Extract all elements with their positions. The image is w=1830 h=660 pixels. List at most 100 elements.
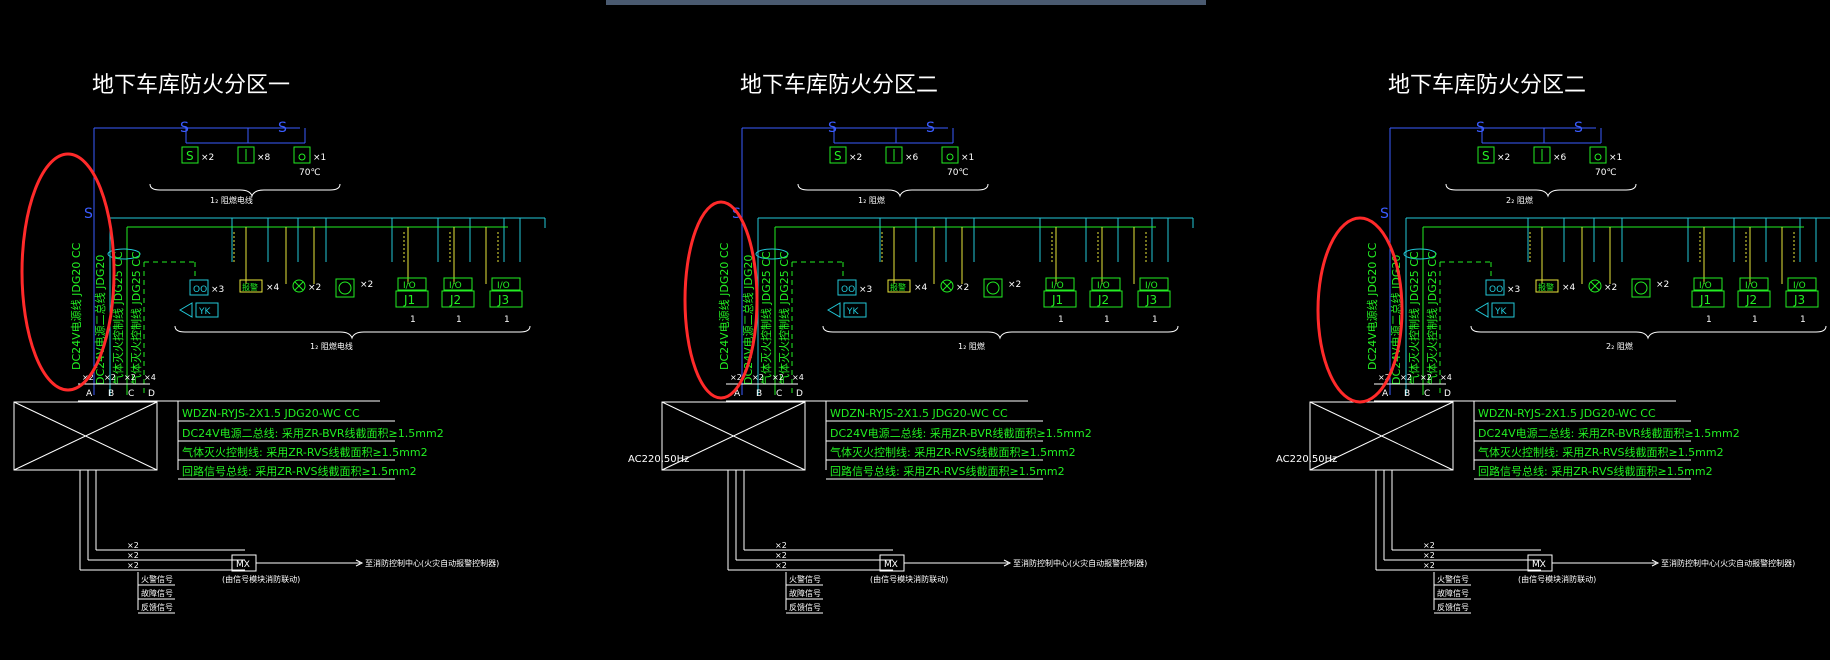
io-label: I/O bbox=[1145, 281, 1158, 291]
wire bbox=[1590, 281, 1600, 291]
j-count: 1 bbox=[1104, 315, 1110, 325]
j-count: 1 bbox=[456, 315, 462, 325]
vertical-cable-label: 气体灭火控制线 JDG25 CC bbox=[1407, 251, 1421, 385]
j-label: J2 bbox=[1097, 293, 1109, 307]
s-marker: S bbox=[278, 120, 287, 136]
panel-title: 地下车库防火分区一 bbox=[92, 73, 290, 98]
device-count: ×2 bbox=[308, 283, 321, 293]
bus-count: ×2 bbox=[730, 373, 742, 382]
fire-alarm-controller bbox=[1309, 401, 1454, 471]
device-count: ×2 bbox=[201, 153, 214, 163]
device-count: ×2 bbox=[1008, 280, 1021, 290]
group-brace bbox=[149, 183, 341, 198]
s-marker: S bbox=[1574, 120, 1583, 136]
yk-label: YK bbox=[1494, 307, 1507, 317]
bus-letter: A bbox=[734, 389, 741, 399]
signal-label: 反馈信号 bbox=[141, 602, 173, 612]
signal-label: 反馈信号 bbox=[789, 602, 821, 612]
temperature-note: 70℃ bbox=[299, 168, 321, 178]
j-label: J3 bbox=[1793, 293, 1805, 307]
wire-count: ×2 bbox=[775, 551, 787, 560]
group-label: 2₂ 阻燃 bbox=[1506, 195, 1533, 205]
s-marker: S bbox=[84, 206, 93, 222]
s-marker: S bbox=[1476, 120, 1485, 136]
top-scroll-bar[interactable] bbox=[606, 0, 1206, 5]
yk-label: YK bbox=[846, 307, 859, 317]
bus-count: ×2 bbox=[124, 373, 136, 382]
wire bbox=[294, 281, 304, 291]
legend-line: 气体灭火控制线: 采用ZR-RVS线截面积≥1.5mm2 bbox=[1478, 445, 1724, 459]
io-label: I/O bbox=[403, 281, 416, 291]
wire bbox=[942, 281, 952, 291]
io-label: I/O bbox=[1097, 281, 1110, 291]
device-count: ×6 bbox=[1553, 153, 1567, 163]
yk-module-icon bbox=[843, 302, 867, 318]
manual-button-icon bbox=[237, 146, 255, 164]
wire bbox=[13, 401, 158, 471]
vertical-cable-label: DC24V电源二总线 JDG20 bbox=[93, 255, 107, 385]
yk-label: YK bbox=[198, 307, 211, 317]
temperature-note: 70℃ bbox=[1595, 168, 1617, 178]
wire-count: ×2 bbox=[127, 541, 139, 550]
heat-detector-icon bbox=[941, 146, 959, 164]
j-module-icon bbox=[1043, 290, 1077, 308]
ac-supply-label: AC220,50Hz bbox=[1276, 454, 1337, 465]
mx-note: (由信号模块消防联动) bbox=[870, 574, 948, 584]
smoke-detector-icon: S bbox=[834, 149, 842, 163]
bell-icon bbox=[338, 281, 352, 295]
legend-line: DC24V电源二总线: 采用ZR-BVR线截面积≥1.5mm2 bbox=[1478, 426, 1740, 440]
wire-count: ×2 bbox=[775, 561, 787, 570]
io-module-icon bbox=[397, 277, 427, 291]
cable-bundle-mark bbox=[755, 248, 789, 260]
sounder-icon bbox=[837, 279, 857, 296]
smoke-detector-icon bbox=[181, 146, 199, 164]
device-count: ×2 bbox=[1656, 280, 1669, 290]
alarm-box-icon bbox=[887, 279, 911, 293]
alarm-box-icon bbox=[1535, 279, 1559, 293]
to-control-center: 至消防控制中心(火灾自动报警控制器) bbox=[1661, 558, 1795, 568]
wire-count: ×2 bbox=[775, 541, 787, 550]
mx-label: MX bbox=[236, 560, 250, 570]
bus-letter: A bbox=[1382, 389, 1389, 399]
bus-count: ×2 bbox=[752, 373, 764, 382]
legend-line: DC24V电源二总线: 采用ZR-BVR线截面积≥1.5mm2 bbox=[830, 426, 1092, 440]
group-brace bbox=[797, 183, 989, 198]
io-label: I/O bbox=[1745, 281, 1758, 291]
j-module-icon bbox=[1785, 290, 1819, 308]
bus-count: ×4 bbox=[1440, 373, 1452, 382]
bell-icon bbox=[1631, 278, 1651, 298]
j-module-icon bbox=[1137, 290, 1171, 308]
heat-detector-icon bbox=[1589, 146, 1607, 164]
cable-bundle-mark bbox=[1403, 248, 1437, 260]
j-module-icon bbox=[489, 290, 523, 308]
cable-bundle-mark bbox=[107, 248, 141, 260]
j-label: J2 bbox=[449, 293, 461, 307]
sounder-label: OO bbox=[841, 285, 855, 295]
device-count: ×1 bbox=[961, 153, 974, 163]
to-control-center: 至消防控制中心(火灾自动报警控制器) bbox=[1013, 558, 1147, 568]
bus-letter: B bbox=[1404, 389, 1410, 399]
bus-letter: C bbox=[776, 389, 782, 399]
legend-line: 回路信号总线: 采用ZR-RVS线截面积≥1.5mm2 bbox=[1478, 464, 1713, 478]
io-module-icon bbox=[1693, 277, 1723, 291]
to-control-center: 至消防控制中心(火灾自动报警控制器) bbox=[365, 558, 499, 568]
cross-lamp-icon bbox=[1588, 279, 1602, 293]
heat-detector-icon bbox=[946, 153, 954, 161]
legend-line: 回路信号总线: 采用ZR-RVS线截面积≥1.5mm2 bbox=[830, 464, 1065, 478]
signal-label: 火警信号 bbox=[789, 574, 821, 584]
bus-count: ×4 bbox=[144, 373, 156, 382]
io-module-icon bbox=[1139, 277, 1169, 291]
wire-count: ×2 bbox=[1423, 541, 1435, 550]
io-module-icon bbox=[491, 277, 521, 291]
j-label: J1 bbox=[403, 293, 415, 307]
group-label: 1₂ 阻燃 bbox=[858, 195, 885, 205]
fire-alarm-controller bbox=[13, 401, 158, 471]
io-module-icon bbox=[1091, 277, 1121, 291]
arrow-icon bbox=[1651, 559, 1660, 567]
yk-module-icon bbox=[195, 302, 219, 318]
device-count: ×3 bbox=[211, 285, 224, 295]
j-label: J1 bbox=[1699, 293, 1711, 307]
